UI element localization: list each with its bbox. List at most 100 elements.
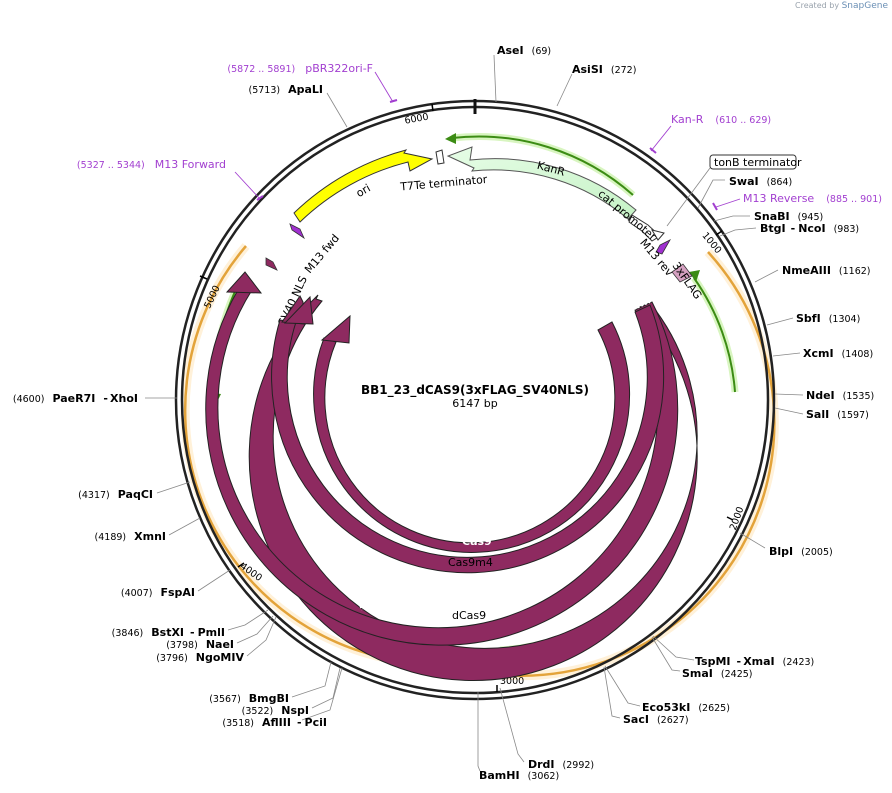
leader-bamhi — [477, 692, 481, 772]
cas9m4-top-break — [633, 301, 651, 310]
cds-arcs: dCas9 Cas9m4 Cas9 — [205, 271, 698, 682]
tick-3000: 3000 — [500, 676, 524, 687]
dcas9-arrow-head — [225, 271, 263, 294]
pbr322ori-mark — [389, 99, 398, 103]
tick-4000-mark — [237, 562, 245, 568]
leader-snabi — [713, 215, 750, 222]
enzyme-snabi: SnaBI(945) — [754, 210, 823, 223]
snapgene-brand: SnapGene — [841, 1, 888, 11]
enzyme-nmeaiii: NmeAIII(1162) — [782, 264, 871, 277]
tonb-terminator-label: tonB terminator — [714, 156, 802, 169]
leader-nmeaiii — [754, 269, 779, 283]
leader-saci — [603, 666, 621, 719]
kanr-feature — [446, 146, 637, 220]
enzyme-smai: SmaI(2425) — [682, 667, 753, 680]
leader-bstxi — [227, 609, 269, 631]
leader-apali — [326, 92, 348, 128]
cas9m4-arrow-tip — [283, 295, 314, 325]
primer-pbr322ori-f: (5872 .. 5891)pBR322ori-F — [227, 62, 373, 75]
enzyme-bstxi-pmli: (3846)BstXI-PmlI — [112, 626, 225, 639]
leader-naei — [236, 615, 274, 644]
m13-rev-label: M13 rev — [637, 236, 676, 279]
dcas9-label: dCas9 — [452, 609, 486, 622]
leader-pbr322ori — [374, 71, 394, 103]
leader-m13reverse — [715, 198, 741, 208]
leader-smai — [651, 636, 681, 672]
sv40-nls-feature — [265, 257, 278, 271]
snapgene-credit: Created by SnapGene — [795, 1, 888, 11]
leader-ngomiv — [246, 616, 277, 657]
cas9-arrow-head — [320, 314, 351, 344]
3xflag-feature — [671, 263, 693, 283]
tick-1000-mark — [715, 230, 723, 236]
orf-right-line — [441, 251, 776, 677]
enzyme-apali: (5713)ApaLI — [248, 83, 323, 96]
cas9m4-break — [370, 550, 385, 563]
ori-label: ori — [354, 182, 373, 200]
tick-5000-mark — [199, 275, 208, 280]
tick-6000: 6000 — [404, 112, 430, 127]
enzyme-bamhi: BamHI(3062) — [479, 769, 559, 782]
enzyme-tspmi-xmai: TspMI-XmaI(2423) — [695, 655, 814, 668]
cas9m4-label: Cas9m4 — [448, 556, 493, 569]
backbone-features: KanR ori T7Te terminator cat promoter M1… — [265, 146, 802, 328]
cat-promoter-label: cat promoter — [595, 187, 659, 243]
primer-kan-r: Kan-R(610 .. 629) — [671, 113, 771, 126]
t7te-label: T7Te terminator — [399, 173, 489, 194]
enzyme-xcmi: XcmI(1408) — [803, 347, 873, 360]
primer-leaders — [234, 71, 741, 211]
leader-eco53ki — [604, 665, 641, 707]
leader-drdi — [499, 687, 525, 763]
leader-afliii — [301, 667, 343, 721]
plasmid-name: BB1_23_dCAS9(3xFLAG_SV40NLS) — [361, 383, 589, 398]
enzyme-fspai: (4007)FspAI — [121, 586, 195, 599]
leader-xmni — [168, 517, 201, 536]
leader-bmgbi — [291, 661, 332, 698]
leader-blpi — [739, 532, 766, 549]
enzyme-eco53ki: Eco53kI(2625) — [642, 701, 730, 714]
leader-fspai — [197, 569, 231, 592]
leader-paqci — [156, 481, 191, 494]
leader-ndei — [774, 393, 804, 396]
kanr-primer-mark — [649, 147, 657, 154]
tick-2000-mark — [726, 516, 734, 521]
enzyme-xmni: (4189)XmnI — [95, 530, 166, 543]
cat-promoter — [628, 214, 661, 242]
enzyme-blpi: BlpI(2005) — [769, 545, 833, 558]
enzyme-asei: AseI(69) — [497, 44, 551, 57]
enzyme-nspi: (3522)NspI — [242, 704, 309, 717]
credit-prefix: Created by — [795, 1, 840, 10]
enzyme-paqci: (4317)PaqCI — [78, 488, 153, 501]
orf-green-top-head — [445, 133, 456, 144]
leader-tspmi — [652, 635, 695, 661]
cas9-label: Cas9 — [462, 535, 492, 548]
orf-left-line — [183, 245, 422, 665]
enzyme-saci: SacI(2627) — [623, 713, 689, 726]
leader-swai — [697, 179, 725, 209]
leader-xcmi — [772, 352, 801, 357]
enzyme-asisi: AsiSI(272) — [572, 63, 636, 76]
leader-nspi — [311, 667, 341, 709]
cat-promoter-head — [650, 229, 665, 241]
enzyme-drdi: DrdI(2992) — [528, 758, 594, 771]
leader-kanr-primer — [650, 125, 672, 152]
primer-labels: (5872 .. 5891)pBR322ori-F (5327 .. 5344)… — [77, 62, 882, 205]
t7te-terminator — [435, 149, 445, 165]
ori-feature — [293, 149, 434, 223]
tonb-terminator-box — [709, 154, 797, 170]
m13-rev-primer-site — [655, 239, 672, 255]
primer-m13-forward: (5327 .. 5344)M13 Forward — [77, 158, 226, 171]
enzyme-leaders — [145, 54, 804, 772]
leader-sbfi — [766, 317, 794, 326]
orf-green-right-line — [693, 277, 736, 393]
leader-asisi — [556, 73, 573, 107]
m13reverse-mark — [712, 202, 718, 211]
enzyme-naei: (3798)NaeI — [166, 638, 234, 651]
tonb-leader — [666, 167, 711, 227]
plasmid-size: 6147 bp — [452, 397, 497, 410]
enzyme-sbfi: SbfI(1304) — [796, 312, 860, 325]
enzyme-swai: SwaI(864) — [729, 175, 792, 188]
tick-6000-mark — [431, 103, 434, 112]
leader-m13forward — [234, 171, 261, 200]
enzyme-ndei: NdeI(1535) — [806, 389, 874, 402]
